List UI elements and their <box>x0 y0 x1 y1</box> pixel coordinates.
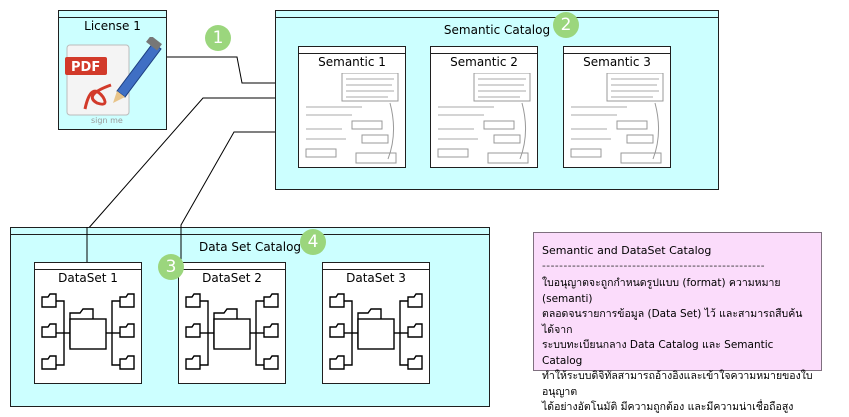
badge-2: 2 <box>553 12 579 38</box>
dataset-2: DataSet 2 <box>178 262 286 384</box>
pdf-sign-icon: PDF sign me <box>65 37 162 125</box>
semantic-3-title: Semantic 3 <box>583 55 651 69</box>
semantic-1: Semantic 1 <box>298 46 406 168</box>
dataset-1: DataSet 1 <box>34 262 142 384</box>
semantic-3: Semantic 3 <box>563 46 671 168</box>
note-body: ใบอนุญาตจะถูกกำหนดรูปแบบ (format) ความหม… <box>542 276 813 416</box>
connector-license-to-semantic <box>167 56 298 84</box>
dataset-3-title: DataSet 3 <box>346 271 406 285</box>
license-title: License 1 <box>84 19 141 33</box>
dataset-2-title: DataSet 2 <box>202 271 262 285</box>
semantic-3-thumbnail <box>570 73 664 164</box>
note-box: Semantic and DataSet Catalog -----------… <box>533 232 822 413</box>
note-line: ตลอดจนรายการข้อมูล (Data Set) ไว้ และสาม… <box>542 308 803 336</box>
semantic-1-title: Semantic 1 <box>318 55 386 69</box>
semantic-2-thumbnail <box>437 73 531 164</box>
dataset-catalog-title: Data Set Catalog <box>198 240 302 254</box>
note-line: ทำให้ระบบดิจิทัลสามารถอ้างอิงและเข้าใจคว… <box>542 370 813 398</box>
note-divider: ----------------------------------------… <box>542 259 766 272</box>
note-line: ใบอนุญาตจะถูกกำหนดรูปแบบ (format) ความหม… <box>542 277 781 305</box>
pdf-label: PDF <box>71 60 100 75</box>
dataset-1-title: DataSet 1 <box>58 271 118 285</box>
dataset-2-folder-icon <box>185 293 279 370</box>
license-box: License 1 PDF sign me <box>58 10 167 130</box>
semantic-2-title: Semantic 2 <box>450 55 518 69</box>
sign-label: sign me <box>91 116 123 125</box>
badge-4: 4 <box>300 229 326 255</box>
note-heading: Semantic and DataSet Catalog <box>542 244 712 257</box>
semantic-catalog-title: Semantic Catalog <box>443 23 551 37</box>
note-line: ได้อย่างอัตโนมัติ มีความถูกต้อง และมีควา… <box>542 401 794 413</box>
badge-1: 1 <box>205 25 231 51</box>
note-line: ระบบทะเบียนกลาง Data Catalog และ Semanti… <box>542 339 774 367</box>
semantic-1-thumbnail <box>305 73 399 164</box>
semantic-2: Semantic 2 <box>430 46 538 168</box>
dataset-3-folder-icon <box>329 293 423 370</box>
dataset-3: DataSet 3 <box>322 262 430 384</box>
badge-3: 3 <box>158 254 184 280</box>
dataset-1-folder-icon <box>41 293 135 370</box>
